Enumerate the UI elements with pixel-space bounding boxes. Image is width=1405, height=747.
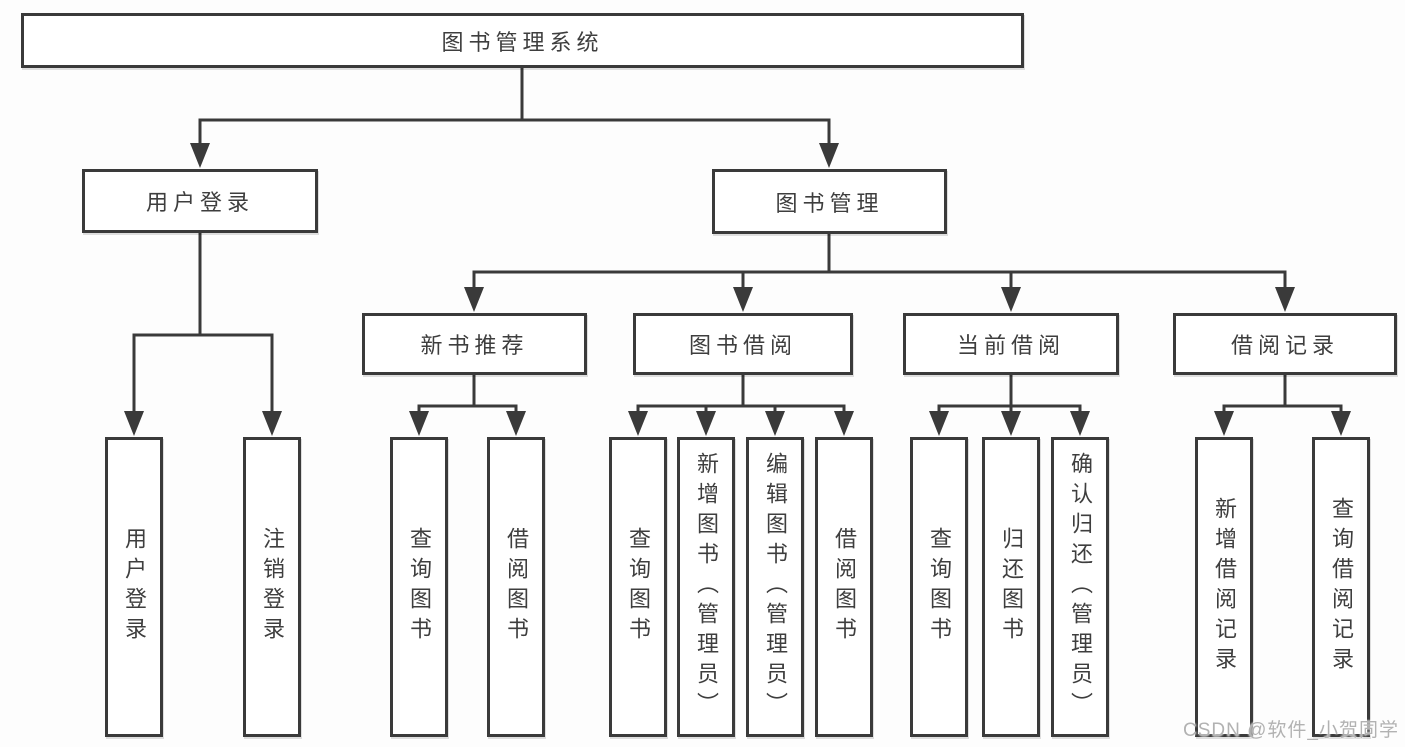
leaf-add-borrow-record-label: 新增借阅记录	[1212, 497, 1237, 677]
leaf-return-book: 归还图书	[982, 437, 1040, 737]
watermark: CSDN @软件_小贺同学	[1183, 720, 1399, 741]
leaf-logout: 注销登录	[243, 437, 301, 737]
leaf-add-borrow-record: 新增借阅记录	[1195, 437, 1253, 737]
node-root: 图书管理系统	[21, 13, 1024, 68]
node-book-management: 图书管理	[712, 169, 947, 234]
node-current-borrowing: 当前借阅	[903, 313, 1119, 375]
node-borrowing-records-label: 借阅记录	[1230, 333, 1339, 358]
leaf-user-login: 用户登录	[105, 437, 163, 737]
node-new-book-recommend-label: 新书推荐	[420, 333, 529, 358]
leaf-logout-label: 注销登录	[260, 527, 285, 647]
leaf-borrow-books-recommend: 借阅图书	[487, 437, 545, 737]
node-user-login-label: 用户登录	[145, 190, 254, 215]
leaf-query-books-borrowing-label: 查询图书	[626, 527, 651, 647]
node-book-borrowing: 图书借阅	[633, 313, 853, 375]
leaf-user-login-label: 用户登录	[122, 527, 147, 647]
leaf-confirm-return-admin: 确认归还（管理员）	[1051, 437, 1109, 737]
node-book-management-label: 图书管理	[775, 190, 884, 216]
leaf-borrow-books-borrowing-label: 借阅图书	[832, 527, 857, 647]
arrowheads	[124, 143, 1351, 436]
leaf-query-borrow-record: 查询借阅记录	[1312, 437, 1370, 737]
node-root-label: 图书管理系统	[441, 29, 604, 55]
leaf-query-books-current: 查询图书	[910, 437, 968, 737]
leaf-edit-book-admin-label: 编辑图书（管理员）	[763, 452, 788, 722]
leaf-add-book-admin-label: 新增图书（管理员）	[694, 452, 719, 722]
leaf-query-books-recommend-label: 查询图书	[407, 527, 432, 647]
node-borrowing-records: 借阅记录	[1173, 313, 1397, 375]
leaf-confirm-return-admin-label: 确认归还（管理员）	[1068, 452, 1093, 722]
leaf-query-borrow-record-label: 查询借阅记录	[1329, 497, 1354, 677]
leaf-borrow-books-borrowing: 借阅图书	[815, 437, 873, 737]
leaf-query-books-borrowing: 查询图书	[609, 437, 667, 737]
node-new-book-recommend: 新书推荐	[362, 313, 587, 375]
node-user-login: 用户登录	[82, 169, 318, 233]
leaf-return-book-label: 归还图书	[999, 527, 1024, 647]
node-book-borrowing-label: 图书借阅	[688, 333, 797, 358]
node-current-borrowing-label: 当前借阅	[956, 333, 1065, 358]
leaf-query-books-recommend: 查询图书	[390, 437, 448, 737]
leaf-edit-book-admin: 编辑图书（管理员）	[746, 437, 804, 737]
leaf-add-book-admin: 新增图书（管理员）	[677, 437, 735, 737]
leaf-borrow-books-recommend-label: 借阅图书	[504, 527, 529, 647]
connector-root	[132, 66, 1343, 415]
leaf-query-books-current-label: 查询图书	[927, 527, 952, 647]
